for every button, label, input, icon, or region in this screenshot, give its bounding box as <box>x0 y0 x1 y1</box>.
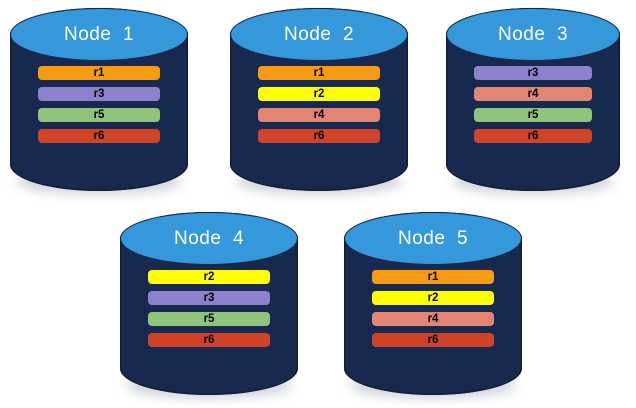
database-node-5[interactable]: Node 5 r1 r2 r4 r6 <box>344 212 522 399</box>
replica-bar[interactable]: r3 <box>474 66 592 80</box>
cylinder-top-ellipse <box>10 8 188 62</box>
replica-list: r1 r2 r4 r6 <box>344 270 522 347</box>
replica-bar[interactable]: r4 <box>474 87 592 101</box>
replica-list: r3 r4 r5 r6 <box>446 66 620 143</box>
replica-bar[interactable]: r1 <box>38 66 160 80</box>
replica-bar[interactable]: r6 <box>258 129 380 143</box>
replica-bar[interactable]: r5 <box>148 312 270 326</box>
cylinder-top-ellipse <box>230 8 408 62</box>
database-node-2[interactable]: Node 2 r1 r2 r4 r6 <box>230 8 408 195</box>
database-node-3[interactable]: Node 3 r3 r4 r5 r6 <box>446 8 620 195</box>
replica-bar[interactable]: r3 <box>38 87 160 101</box>
replica-bar[interactable]: r6 <box>38 129 160 143</box>
replica-bar[interactable]: r4 <box>258 108 380 122</box>
replica-bar[interactable]: r5 <box>474 108 592 122</box>
database-node-1[interactable]: Node 1 r1 r3 r5 r6 <box>10 8 188 195</box>
node-label: Node 3 <box>497 23 569 45</box>
node-label: Node 5 <box>397 227 469 249</box>
node-label: Node 4 <box>173 227 245 249</box>
replica-bar[interactable]: r6 <box>148 333 270 347</box>
cylinder-top-ellipse <box>120 212 298 266</box>
replica-bar[interactable]: r6 <box>372 333 494 347</box>
cylinder-top-ellipse <box>344 212 522 266</box>
replica-list: r2 r3 r5 r6 <box>120 270 298 347</box>
replica-bar[interactable]: r4 <box>372 312 494 326</box>
database-node-4[interactable]: Node 4 r2 r3 r5 r6 <box>120 212 298 399</box>
replica-list: r1 r2 r4 r6 <box>230 66 408 143</box>
cylinder-top-ellipse <box>446 8 620 62</box>
node-label: Node 2 <box>283 23 355 45</box>
replica-list: r1 r3 r5 r6 <box>10 66 188 143</box>
replica-bar[interactable]: r3 <box>148 291 270 305</box>
replica-bar[interactable]: r2 <box>372 291 494 305</box>
node-label: Node 1 <box>63 23 135 45</box>
replica-bar[interactable]: r5 <box>38 108 160 122</box>
replica-bar[interactable]: r6 <box>474 129 592 143</box>
replica-bar[interactable]: r2 <box>258 87 380 101</box>
replica-bar[interactable]: r1 <box>258 66 380 80</box>
replica-bar[interactable]: r1 <box>372 270 494 284</box>
replica-bar[interactable]: r2 <box>148 270 270 284</box>
